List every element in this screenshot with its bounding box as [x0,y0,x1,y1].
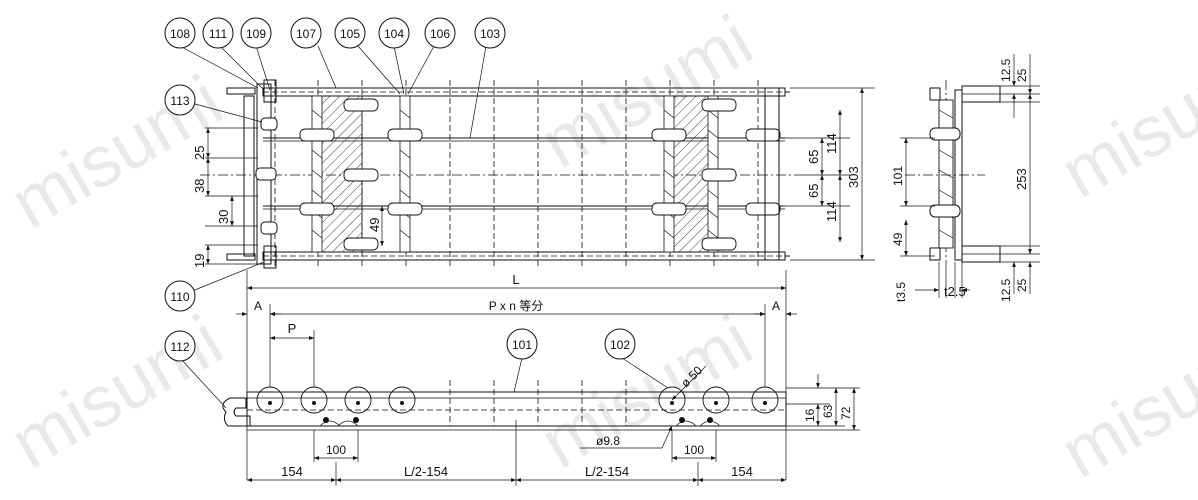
dim-65-upper: 65 [806,150,821,164]
dim-303: 303 [846,166,861,188]
dim-63: 63 [821,404,835,418]
dim-114-lower: 114 [824,201,839,222]
left-side-guide [243,95,255,257]
balloon-104: 104 [384,27,404,41]
plan-balloons: 108 111 109 107 105 104 106 103 113 110 [164,17,506,312]
dim-100-left: 100 [326,443,346,457]
balloon-101: 101 [512,338,532,352]
side-view: 12.5 25 253 101 49 t3.5 t2.5 12.5 25 [891,54,1040,302]
dim-114-upper: 114 [824,133,839,154]
dim-side-12-5-bot: 12.5 [999,278,1013,302]
balloon-111: 111 [209,27,228,41]
dim-100-right: 100 [684,443,704,457]
balloon-109: 109 [246,27,266,41]
side-dimension-lines [900,54,1040,298]
dim-65-lower: 65 [806,184,821,198]
balloon-113: 113 [170,94,189,108]
balloon-110: 110 [170,290,189,304]
watermark-text: misumi [1048,31,1198,214]
balloon-105: 105 [340,27,360,41]
bottom-dims-chain [247,420,786,486]
dim-side-253: 253 [1014,168,1029,190]
end-hook [222,397,251,427]
dim-P: P [288,321,297,336]
right-end-plate [764,87,780,261]
dim-154-left: 154 [281,464,303,479]
dim-half-right: L/2-154 [585,464,629,479]
dim-L: L [512,272,519,287]
balloon-112: 112 [170,340,189,354]
balloon-106: 106 [430,27,450,41]
elevation-grid [449,380,627,426]
plan-view: 25 38 30 19 49 65 65 114 114 303 [192,79,875,269]
left-dimensions [205,127,258,265]
leader-lines [179,45,487,297]
dim-side-t2-5: t2.5 [944,284,966,299]
dim-49: 49 [367,218,382,232]
watermark-text: misumi [0,301,235,484]
elevation-view: L A A P x n 等分 P [164,270,860,486]
dim-side-49: 49 [891,232,905,246]
elevation-frame [246,391,787,427]
balloon-102: 102 [610,338,630,352]
dim-A-right: A [772,299,780,313]
dim-phi-9-8: ø9.8 [596,434,620,448]
elevation-height-dims [786,374,860,431]
right-dimensions [785,87,875,261]
dim-19-left: 19 [192,254,207,268]
shaft-rollers [299,98,781,251]
watermark-text: misumi [1048,311,1198,494]
dim-25-left: 25 [192,146,207,160]
roller-centers [268,401,767,405]
bottom-dims-100 [313,430,717,462]
dim-30-left: 30 [216,210,231,224]
balloon-103: 103 [480,27,500,41]
dim-pitch-count: P x n 等分 [489,299,543,313]
dim-38-left: 38 [192,179,207,193]
dim-side-101: 101 [891,166,905,186]
dim-side-25-top: 25 [1015,68,1029,82]
dim-half-left: L/2-154 [404,464,448,479]
dim-side-12-5-top: 12.5 [999,58,1013,82]
dim-side-t3-5: t3.5 [894,282,908,302]
dim-154-right: 154 [731,464,753,479]
dim-side-25-bot: 25 [1015,278,1029,292]
balloon-108: 108 [170,27,190,41]
dim-72: 72 [839,406,853,420]
balloon-107: 107 [296,27,316,41]
dim-16: 16 [803,408,817,422]
dim-A-left: A [254,299,262,313]
